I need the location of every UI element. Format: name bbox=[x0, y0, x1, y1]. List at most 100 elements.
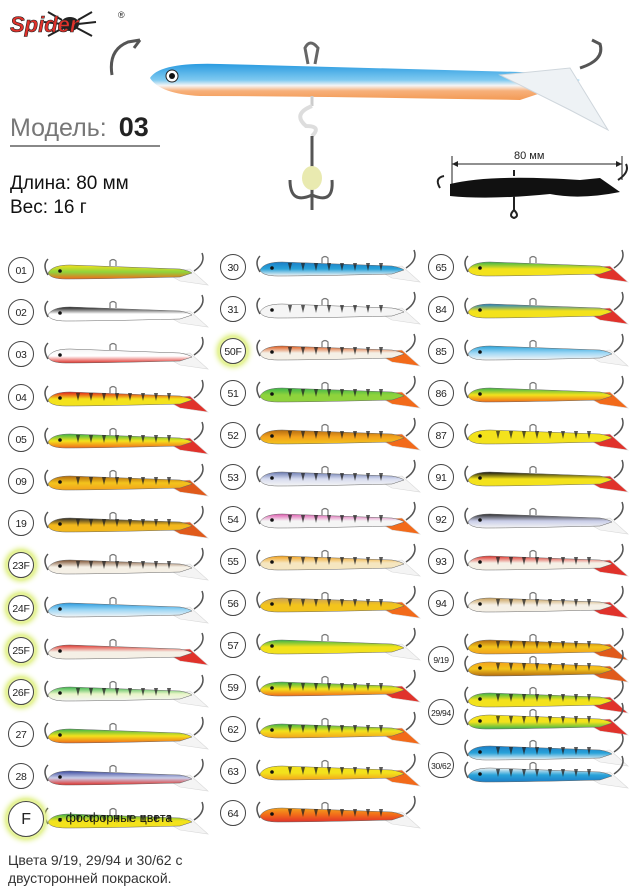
lure-item bbox=[460, 624, 630, 664]
color-code-badge: 93 bbox=[428, 548, 454, 574]
lure-image bbox=[256, 459, 421, 493]
lure-item bbox=[252, 414, 422, 454]
color-code-badge: 94 bbox=[428, 590, 454, 616]
lure-image bbox=[464, 543, 629, 577]
lure-item bbox=[252, 582, 422, 622]
length-value: 80 мм bbox=[76, 173, 129, 194]
lure-item bbox=[40, 798, 210, 838]
size-diagram: 80 мм bbox=[430, 140, 630, 220]
color-code-badge: 51 bbox=[220, 380, 246, 406]
lure-item bbox=[40, 291, 210, 331]
lure-body bbox=[467, 387, 613, 403]
lure-item bbox=[460, 540, 630, 580]
registered-mark: ® bbox=[118, 10, 125, 20]
lure-image bbox=[44, 379, 209, 413]
lure-image bbox=[464, 249, 629, 283]
lure-item bbox=[252, 540, 422, 580]
color-code-badge: 64 bbox=[220, 800, 246, 826]
lure-image bbox=[256, 501, 421, 535]
lure-image bbox=[464, 733, 629, 767]
lure-item bbox=[252, 708, 422, 748]
lure-image bbox=[464, 585, 629, 619]
lure-image bbox=[256, 543, 421, 577]
lure-item-reverse-side bbox=[460, 699, 630, 739]
color-code-badge: 19 bbox=[8, 510, 34, 537]
lure-body bbox=[47, 602, 193, 617]
model-number: 03 bbox=[118, 112, 149, 142]
lure-item-reverse-side bbox=[460, 646, 630, 686]
lure-item bbox=[252, 456, 422, 496]
lure-item bbox=[40, 671, 210, 711]
lure-image bbox=[44, 674, 209, 708]
lure-item bbox=[252, 246, 422, 286]
color-code-badge: 9/19 bbox=[428, 646, 454, 672]
lure-item bbox=[460, 456, 630, 496]
lure-item bbox=[460, 330, 630, 370]
lure-image bbox=[44, 294, 209, 328]
color-code-badge: 01 bbox=[8, 257, 34, 283]
lure-image bbox=[44, 590, 209, 624]
lure-image bbox=[44, 632, 209, 666]
lure-image bbox=[464, 459, 629, 493]
lure-image bbox=[464, 649, 629, 683]
lure-item bbox=[460, 246, 630, 286]
footnote-line-2: двусторонней покраской. bbox=[8, 870, 172, 886]
color-code-badge: 57 bbox=[220, 632, 246, 658]
lure-body bbox=[47, 771, 193, 786]
color-code-badge: 63 bbox=[220, 758, 246, 784]
lure-item bbox=[460, 372, 630, 412]
model-heading: Модель:03 bbox=[10, 112, 149, 143]
color-code-badge: 62 bbox=[220, 716, 246, 742]
color-code-badge: 28 bbox=[8, 763, 34, 790]
lure-body bbox=[47, 728, 193, 744]
lure-image bbox=[44, 252, 209, 286]
footnote-line-1: Цвета 9/19, 29/94 и 30/62 с bbox=[8, 852, 183, 868]
lure-image bbox=[44, 548, 209, 581]
color-code-badge: 59 bbox=[220, 674, 246, 700]
lure-item bbox=[460, 498, 630, 538]
lure-item bbox=[40, 376, 210, 416]
lure-image bbox=[464, 375, 629, 409]
lure-body bbox=[467, 303, 613, 319]
lure-image bbox=[464, 680, 629, 714]
lure-item bbox=[40, 544, 210, 584]
phosphor-legend-symbol: F bbox=[8, 801, 44, 837]
color-code-badge: 09 bbox=[8, 468, 34, 494]
phosphor-legend-text: - фосфорные цвета bbox=[58, 811, 173, 825]
color-code-badge: 27 bbox=[8, 721, 34, 748]
lure-item bbox=[252, 372, 422, 412]
lure-item bbox=[40, 755, 210, 795]
lure-body bbox=[467, 513, 613, 529]
color-code-badge: 25F bbox=[8, 636, 34, 663]
lure-image bbox=[256, 627, 421, 661]
weight-label: Вес: bbox=[10, 197, 49, 218]
lure-image bbox=[464, 333, 629, 367]
lure-item bbox=[40, 249, 210, 289]
color-code-badge: 04 bbox=[8, 383, 34, 410]
lure-item bbox=[40, 502, 210, 542]
lure-image bbox=[256, 291, 421, 325]
lure-image bbox=[256, 585, 421, 619]
color-code-badge: 29/94 bbox=[428, 699, 454, 725]
lure-item bbox=[252, 498, 422, 538]
color-code-badge: 84 bbox=[428, 296, 454, 322]
lure-item bbox=[40, 418, 210, 458]
lure-silhouette bbox=[436, 156, 628, 220]
lure-image bbox=[256, 417, 421, 451]
lure-image bbox=[44, 716, 209, 750]
color-code-badge: 24F bbox=[8, 594, 34, 621]
lure-body bbox=[259, 639, 405, 655]
lure-item bbox=[40, 713, 210, 753]
color-code-badge: 86 bbox=[428, 380, 454, 406]
color-code-badge: 52 bbox=[220, 422, 246, 448]
color-code-badge: 56 bbox=[220, 590, 246, 616]
length-spec: Длина: 80 мм bbox=[10, 173, 129, 195]
color-code-badge: 85 bbox=[428, 338, 454, 364]
spider-icon bbox=[43, 11, 97, 37]
color-code-badge: 23F bbox=[8, 552, 34, 579]
lure-item bbox=[252, 792, 422, 832]
lure-image bbox=[44, 463, 209, 497]
lure-image bbox=[464, 291, 629, 325]
lure-image bbox=[44, 505, 209, 539]
lure-item bbox=[460, 582, 630, 622]
